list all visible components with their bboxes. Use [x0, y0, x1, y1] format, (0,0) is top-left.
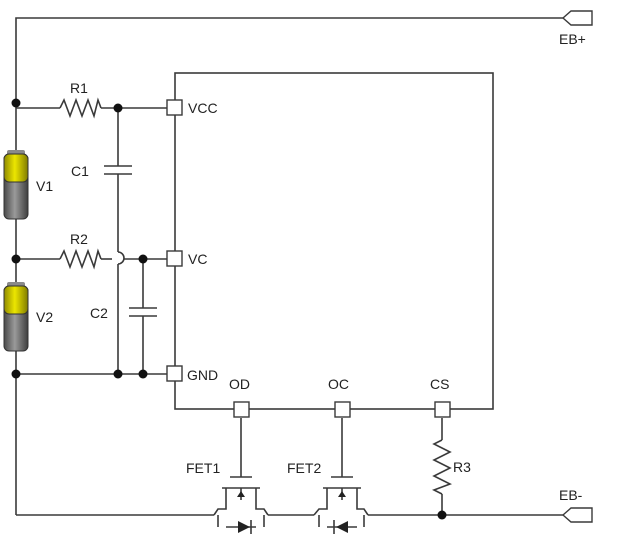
pin-cs [434, 401, 451, 418]
resistor-r2 [59, 248, 102, 270]
battery-cell-v2 [3, 282, 29, 352]
label-c1: C1 [71, 163, 89, 179]
resistor-r3 [432, 439, 452, 495]
junction-node [113, 103, 123, 113]
pin-od [233, 401, 250, 418]
junction-node [11, 98, 21, 108]
label-r3: R3 [453, 459, 471, 475]
label-eb-plus: EB+ [559, 31, 586, 47]
junction-node [11, 369, 21, 379]
mosfet-fet2 [313, 476, 369, 534]
label-r1: R1 [70, 80, 88, 96]
mosfet-fet1 [213, 476, 269, 534]
label-pin-vc: VC [188, 251, 207, 267]
junction-node [437, 510, 447, 520]
resistor-r1 [59, 97, 102, 119]
label-v2: V2 [36, 309, 53, 325]
label-pin-vcc: VCC [188, 100, 218, 116]
terminal-eb-plus [561, 10, 593, 26]
pin-vcc [166, 99, 183, 116]
label-c2: C2 [90, 305, 108, 321]
junction-nodes [11, 98, 447, 520]
junction-node [113, 369, 123, 379]
label-v1: V1 [36, 178, 53, 194]
pin-vc [166, 250, 183, 267]
protection-ic-body [174, 72, 494, 410]
capacitor-c1 [104, 165, 132, 175]
label-eb-minus: EB- [559, 487, 583, 503]
label-fet2: FET2 [287, 460, 321, 476]
label-pin-oc: OC [328, 376, 349, 392]
label-pin-cs: CS [430, 376, 449, 392]
junction-node [138, 369, 148, 379]
junction-node [138, 254, 148, 264]
label-fet1: FET1 [186, 460, 220, 476]
label-pin-od: OD [229, 376, 250, 392]
label-r2: R2 [70, 231, 88, 247]
battery-cell-v1 [3, 150, 29, 220]
terminal-eb-minus [561, 507, 593, 523]
pin-gnd [166, 365, 183, 382]
pin-oc [334, 401, 351, 418]
capacitor-c2 [129, 307, 157, 317]
junction-node [11, 254, 21, 264]
label-pin-gnd: GND [187, 367, 218, 383]
